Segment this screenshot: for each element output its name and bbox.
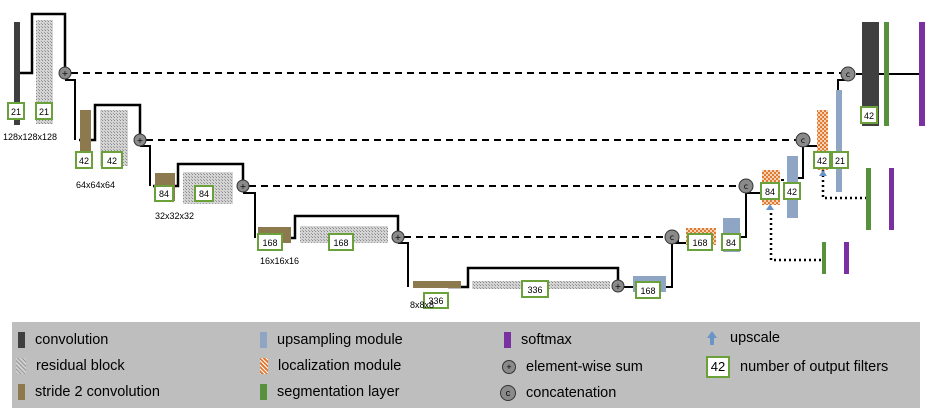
legend-item-upsampling: upsampling module: [260, 332, 403, 348]
concat-icon: [795, 132, 811, 148]
concat-symbol: c: [846, 70, 850, 79]
filter-count-swatch: 42: [706, 356, 730, 378]
stride2-swatch: [18, 384, 25, 400]
localization-swatch: [260, 358, 268, 374]
sum-icon: [58, 66, 72, 80]
filter-count: 84: [159, 189, 169, 199]
filter-count: 42: [864, 111, 874, 121]
legend-item-localization: localization module: [260, 358, 401, 374]
legend-item-concat: c concatenation: [500, 385, 616, 401]
legend-label: segmentation layer: [277, 384, 400, 400]
sum-icon: [133, 133, 147, 147]
softmax-block: [919, 22, 925, 126]
residual-swatch: [16, 358, 26, 374]
upscale-arrow-icon: [707, 331, 717, 345]
filter-count: 21: [835, 156, 845, 166]
filter-count: 84: [726, 238, 736, 248]
legend-label: localization module: [278, 358, 402, 374]
sum-symbol: +: [137, 136, 144, 145]
legend-label: residual block: [36, 358, 125, 374]
sum-symbol: +: [62, 69, 69, 78]
resolution-label-l1: 128x128x128: [3, 132, 57, 142]
filter-count: 84: [199, 189, 209, 199]
legend-label: concatenation: [526, 385, 617, 401]
filter-count: 42: [787, 187, 797, 197]
legend-item-segmentation: segmentation layer: [260, 384, 400, 400]
concat-symbol: c: [670, 233, 674, 242]
legend-item-residual: residual block: [16, 358, 125, 374]
deep-supervision-paths: [769, 170, 868, 262]
convolution-swatch: [18, 332, 25, 348]
softmax-block-l3: [844, 242, 849, 274]
legend-item-filters: 42 number of output filters: [706, 356, 888, 378]
legend-panel: convolution residual block stride 2 conv…: [12, 322, 920, 408]
upscale-arrow-icon: [819, 170, 827, 176]
segmentation-swatch: [260, 384, 267, 400]
legend-label: convolution: [35, 332, 109, 348]
segmentation-layer-main: [884, 22, 889, 126]
concat-icon: c: [500, 385, 516, 401]
filter-count: 21: [11, 107, 21, 117]
filter-count: 42: [817, 156, 827, 166]
legend-item-stride2: stride 2 convolution: [18, 384, 160, 400]
softmax-block-l2: [889, 168, 894, 230]
localization-block-l2: [817, 110, 828, 170]
residual-block-l1: [36, 20, 53, 124]
segmentation-layer-l2: [866, 168, 871, 230]
resolution-label-l3: 32x32x32: [155, 211, 194, 221]
sum-icon: [611, 279, 625, 293]
resolution-label-l2: 64x64x64: [76, 180, 115, 190]
sum-symbol: +: [615, 282, 622, 291]
legend-item-softmax: softmax: [504, 332, 572, 348]
stride2-block-l2: [80, 110, 91, 166]
filter-count: 168: [333, 238, 348, 248]
filter-count: 168: [262, 238, 277, 248]
filter-count: 168: [692, 238, 707, 248]
sum-symbol: +: [395, 233, 402, 242]
legend-label: upsampling module: [277, 332, 403, 348]
legend-item-convolution: convolution: [18, 332, 108, 348]
filter-count: 21: [39, 107, 49, 117]
resolution-label-l4: 16x16x16: [260, 256, 299, 266]
filter-count: 84: [765, 187, 775, 197]
filter-count: 42: [107, 156, 117, 166]
sum-icon: [236, 179, 250, 193]
filter-count: 42: [79, 156, 89, 166]
concat-icon: [664, 229, 680, 245]
legend-item-sum: + element-wise sum: [502, 359, 643, 375]
filter-count: 336: [428, 296, 443, 306]
concat-symbol: c: [744, 182, 748, 191]
concat-icon: [738, 178, 754, 194]
legend-label: stride 2 convolution: [35, 384, 160, 400]
legend-label: softmax: [521, 332, 572, 348]
upscale-arrow-icon: [766, 204, 774, 210]
upsampling-swatch: [260, 332, 267, 348]
concat-icon: [840, 66, 856, 82]
sum-icon: [391, 230, 405, 244]
segmentation-layer-l3: [822, 242, 826, 274]
softmax-swatch: [504, 332, 511, 348]
output-conv-block: [862, 22, 879, 126]
concat-symbol: c: [801, 136, 805, 145]
unet-architecture-diagram: + + + + + c c c c 21 21 42 42 84 84: [3, 12, 925, 310]
resolution-label-l5: 8x8x8: [410, 300, 434, 310]
sum-symbol: +: [240, 182, 247, 191]
sum-icon: +: [502, 360, 516, 374]
stride2-block-l5: [413, 281, 461, 288]
skip-connections: [71, 72, 842, 238]
legend-label: element-wise sum: [526, 359, 643, 375]
upsampling-block-l2: [836, 90, 842, 192]
legend-item-upscale: upscale: [706, 330, 780, 346]
filter-count: 168: [640, 286, 655, 296]
filter-count: 336: [527, 285, 542, 295]
conv-block-l1: [14, 22, 20, 125]
legend-label: upscale: [730, 330, 780, 346]
legend-label: number of output filters: [740, 359, 889, 375]
